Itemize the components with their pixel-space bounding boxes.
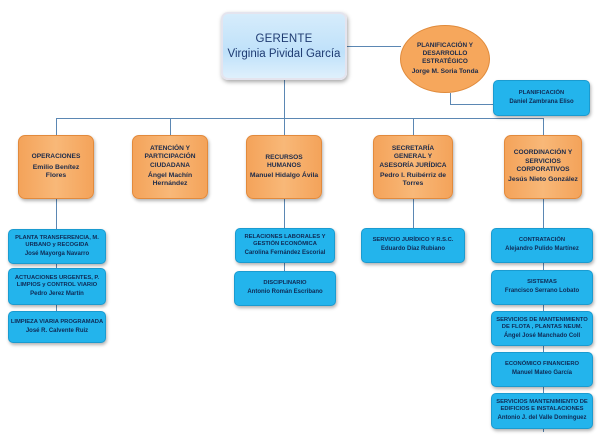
planning-sub-name: Daniel Zambrana Eliso	[509, 98, 574, 105]
connector-line	[284, 262, 285, 272]
unit-box: SERVICIOS DE MANTENIMIENTO DE FLOTA , PL…	[491, 311, 593, 346]
unit-box: ECONÓMICO FINANCIERO Manuel Mateo García	[491, 352, 593, 387]
department-box-rrhh: RECURSOS HUMANOS Manuel Hidalgo Ávila	[246, 135, 322, 199]
gerente-name: Virginia Pividal García	[227, 47, 341, 60]
planning-title: PLANIFICACIÓN Y DESARROLLO ESTRATÉGICO	[417, 41, 473, 65]
connector-line	[284, 118, 285, 135]
unit-box: SERVICIO JURÍDICO Y R.S.C. Eduardo Díaz …	[361, 228, 465, 263]
unit-title: SISTEMAS	[527, 279, 557, 286]
unit-head: Antonio Román Escribano	[247, 289, 323, 296]
connector-line	[450, 104, 493, 105]
planning-name: Jorge M. Soria Tonda	[411, 67, 479, 75]
connector-line	[56, 118, 57, 135]
planning-sub-box: PLANIFICACIÓN Daniel Zambrana Eliso	[493, 80, 590, 116]
unit-title: ECONÓMICO FINANCIERO	[504, 361, 580, 368]
department-title: OPERACIONES	[31, 153, 81, 161]
connector-line	[413, 199, 414, 229]
unit-title: ACTUACIONES URGENTES, P. LIMPIOS y CONTR…	[14, 274, 100, 288]
unit-head: Francisco Serrano Lobato	[504, 288, 580, 295]
planning-ellipse: PLANIFICACIÓN Y DESARROLLO ESTRATÉGICO J…	[400, 25, 490, 93]
department-head: Ángel Machín Hernández	[147, 171, 193, 188]
connector-line	[56, 118, 543, 119]
unit-box: RELACIONES LABORALES Y GESTIÓN ECONÓMICA…	[235, 228, 335, 263]
unit-title: CONTRATACIÓN	[518, 237, 566, 244]
connector-line	[543, 118, 544, 135]
unit-title: LIMPIEZA VIARIA PROGRAMADA	[10, 318, 104, 325]
unit-title: DISCIPLINARIO	[263, 280, 307, 287]
department-box-coordinacion: COORDINACIÓN Y SERVICIOS CORPORATIVOS Je…	[504, 135, 582, 199]
unit-box: DISCIPLINARIO Antonio Román Escribano	[234, 271, 336, 306]
unit-head: José Mayorga Navarro	[24, 250, 90, 257]
department-title: ATENCIÓN Y PARTICIPACIÓN CIUDADANA	[144, 145, 196, 169]
unit-box: ACTUACIONES URGENTES, P. LIMPIOS y CONTR…	[8, 268, 106, 305]
unit-box: CONTRATACIÓN Alejandro Pulido Martínez	[491, 228, 593, 263]
unit-title: PLANTA TRANSFERENCIA, M. URBANO y RECOGI…	[15, 234, 99, 248]
connector-line	[543, 262, 544, 432]
department-head: Manuel Hidalgo Ávila	[249, 171, 319, 179]
unit-box: SERVICIOS MANTENIMIENTO DE EDIFICIOS E I…	[491, 393, 593, 429]
unit-head: Pedro Jerez Martín	[30, 290, 84, 297]
department-title: SECRETARÍA GENERAL Y ASESORÍA JURÍDICA	[379, 145, 447, 169]
unit-head: Alejandro Pulido Martínez	[505, 246, 579, 253]
connector-line	[347, 46, 401, 47]
connector-line	[56, 199, 57, 231]
department-box-operaciones: OPERACIONES Emilio Benítez Flores	[18, 135, 94, 199]
department-head: Pedro I. Ruibérriz de Torres	[379, 171, 447, 188]
unit-title: RELACIONES LABORALES Y GESTIÓN ECONÓMICA	[244, 233, 326, 247]
department-title: COORDINACIÓN Y SERVICIOS CORPORATIVOS	[513, 149, 573, 173]
unit-title: SERVICIOS MANTENIMIENTO DE EDIFICIOS E I…	[496, 399, 588, 413]
unit-head: Eduardo Díaz Rubiano	[380, 246, 445, 253]
department-head: Emilio Benítez Flores	[32, 163, 80, 180]
planning-sub-title: PLANIFICACIÓN	[518, 89, 565, 96]
unit-head: José R. Calvente Ruiz	[25, 327, 89, 334]
connector-line	[284, 80, 285, 118]
connector-line	[170, 118, 171, 135]
gerente-role: GERENTE	[255, 32, 313, 45]
unit-title: SERVICIO JURÍDICO Y R.S.C.	[372, 237, 454, 244]
gerente-box: GERENTE Virginia Pividal García	[221, 12, 347, 80]
department-box-atencion: ATENCIÓN Y PARTICIPACIÓN CIUDADANA Ángel…	[132, 135, 208, 199]
department-box-secretaria: SECRETARÍA GENERAL Y ASESORÍA JURÍDICA P…	[373, 135, 453, 199]
unit-box: SISTEMAS Francisco Serrano Lobato	[491, 270, 593, 305]
unit-head: Manuel Mateo García	[511, 370, 573, 377]
unit-title: SERVICIOS DE MANTENIMIENTO DE FLOTA , PL…	[496, 316, 588, 330]
connector-line	[450, 93, 451, 104]
unit-box: LIMPIEZA VIARIA PROGRAMADA José R. Calve…	[8, 311, 106, 343]
unit-box: PLANTA TRANSFERENCIA, M. URBANO y RECOGI…	[8, 229, 106, 264]
department-head: Jesús Nieto González	[508, 176, 578, 184]
connector-line	[413, 118, 414, 135]
department-title: RECURSOS HUMANOS	[265, 153, 303, 169]
unit-head: Ángel José Manchado Coll	[503, 332, 581, 339]
connector-line	[284, 199, 285, 229]
connector-line	[543, 199, 544, 229]
unit-head: Carolina Fernández Escorial	[244, 249, 326, 256]
unit-head: Antonio J. del Valle Domínguez	[497, 415, 587, 422]
